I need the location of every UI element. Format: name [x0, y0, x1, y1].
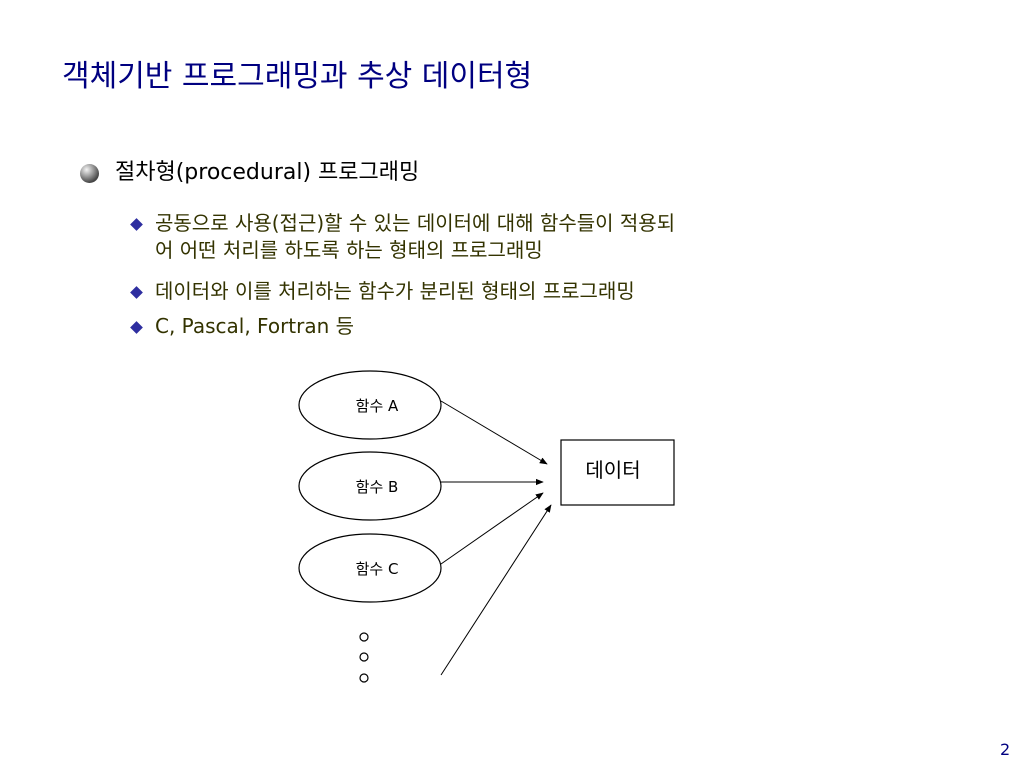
- main-bullet: 절차형(procedural) 프로그래밍: [80, 157, 419, 189]
- function-b-node: 함수 B: [298, 451, 442, 521]
- sub-bullet-3-text: C, Pascal, Fortran 등: [155, 314, 355, 338]
- main-bullet-text: 절차형(procedural) 프로그래밍: [115, 160, 420, 185]
- function-c-node: 함수 C: [298, 533, 442, 603]
- function-b-ellipse: [298, 451, 442, 521]
- arrow-c-to-data: [440, 492, 544, 565]
- sub-bullet-2: 데이터와 이를 처리하는 함수가 분리된 형태의 프로그래밍: [130, 278, 635, 305]
- arrow-a-to-data: [440, 400, 548, 465]
- sub-bullet-1-line1: 공동으로 사용(접근)할 수 있는 데이터에 대해 함수들이 적용되: [155, 211, 676, 235]
- sub-bullet-1-line2: 어 어떤 처리를 하도록 하는 형태의 프로그래밍: [155, 238, 543, 262]
- function-a-label: 함수 A: [356, 397, 399, 415]
- data-box: 데이터: [560, 439, 675, 506]
- function-c-ellipse: [298, 533, 442, 603]
- sub-bullet-1: 공동으로 사용(접근)할 수 있는 데이터에 대해 함수들이 적용되 어 어떤 …: [130, 210, 676, 264]
- function-b-label: 함수 B: [356, 478, 399, 496]
- sub-bullet-3: C, Pascal, Fortran 등: [130, 313, 355, 340]
- page-number: 2: [1000, 740, 1011, 759]
- ellipsis-dot-3: [359, 673, 369, 683]
- arrow-more-to-data: [440, 504, 552, 676]
- ellipsis-dot-2: [359, 652, 369, 662]
- sphere-bullet-icon: [80, 163, 99, 183]
- function-a-node: 함수 A: [298, 370, 442, 440]
- data-box-rect: [560, 439, 675, 506]
- slide-title: 객체기반 프로그래밍과 추상 데이터형: [62, 59, 533, 94]
- sub-bullet-2-text: 데이터와 이를 처리하는 함수가 분리된 형태의 프로그래밍: [155, 279, 635, 303]
- data-box-label: 데이터: [585, 458, 640, 482]
- function-a-ellipse: [298, 370, 442, 440]
- function-c-label: 함수 C: [356, 560, 399, 578]
- ellipsis-dot-1: [359, 632, 369, 642]
